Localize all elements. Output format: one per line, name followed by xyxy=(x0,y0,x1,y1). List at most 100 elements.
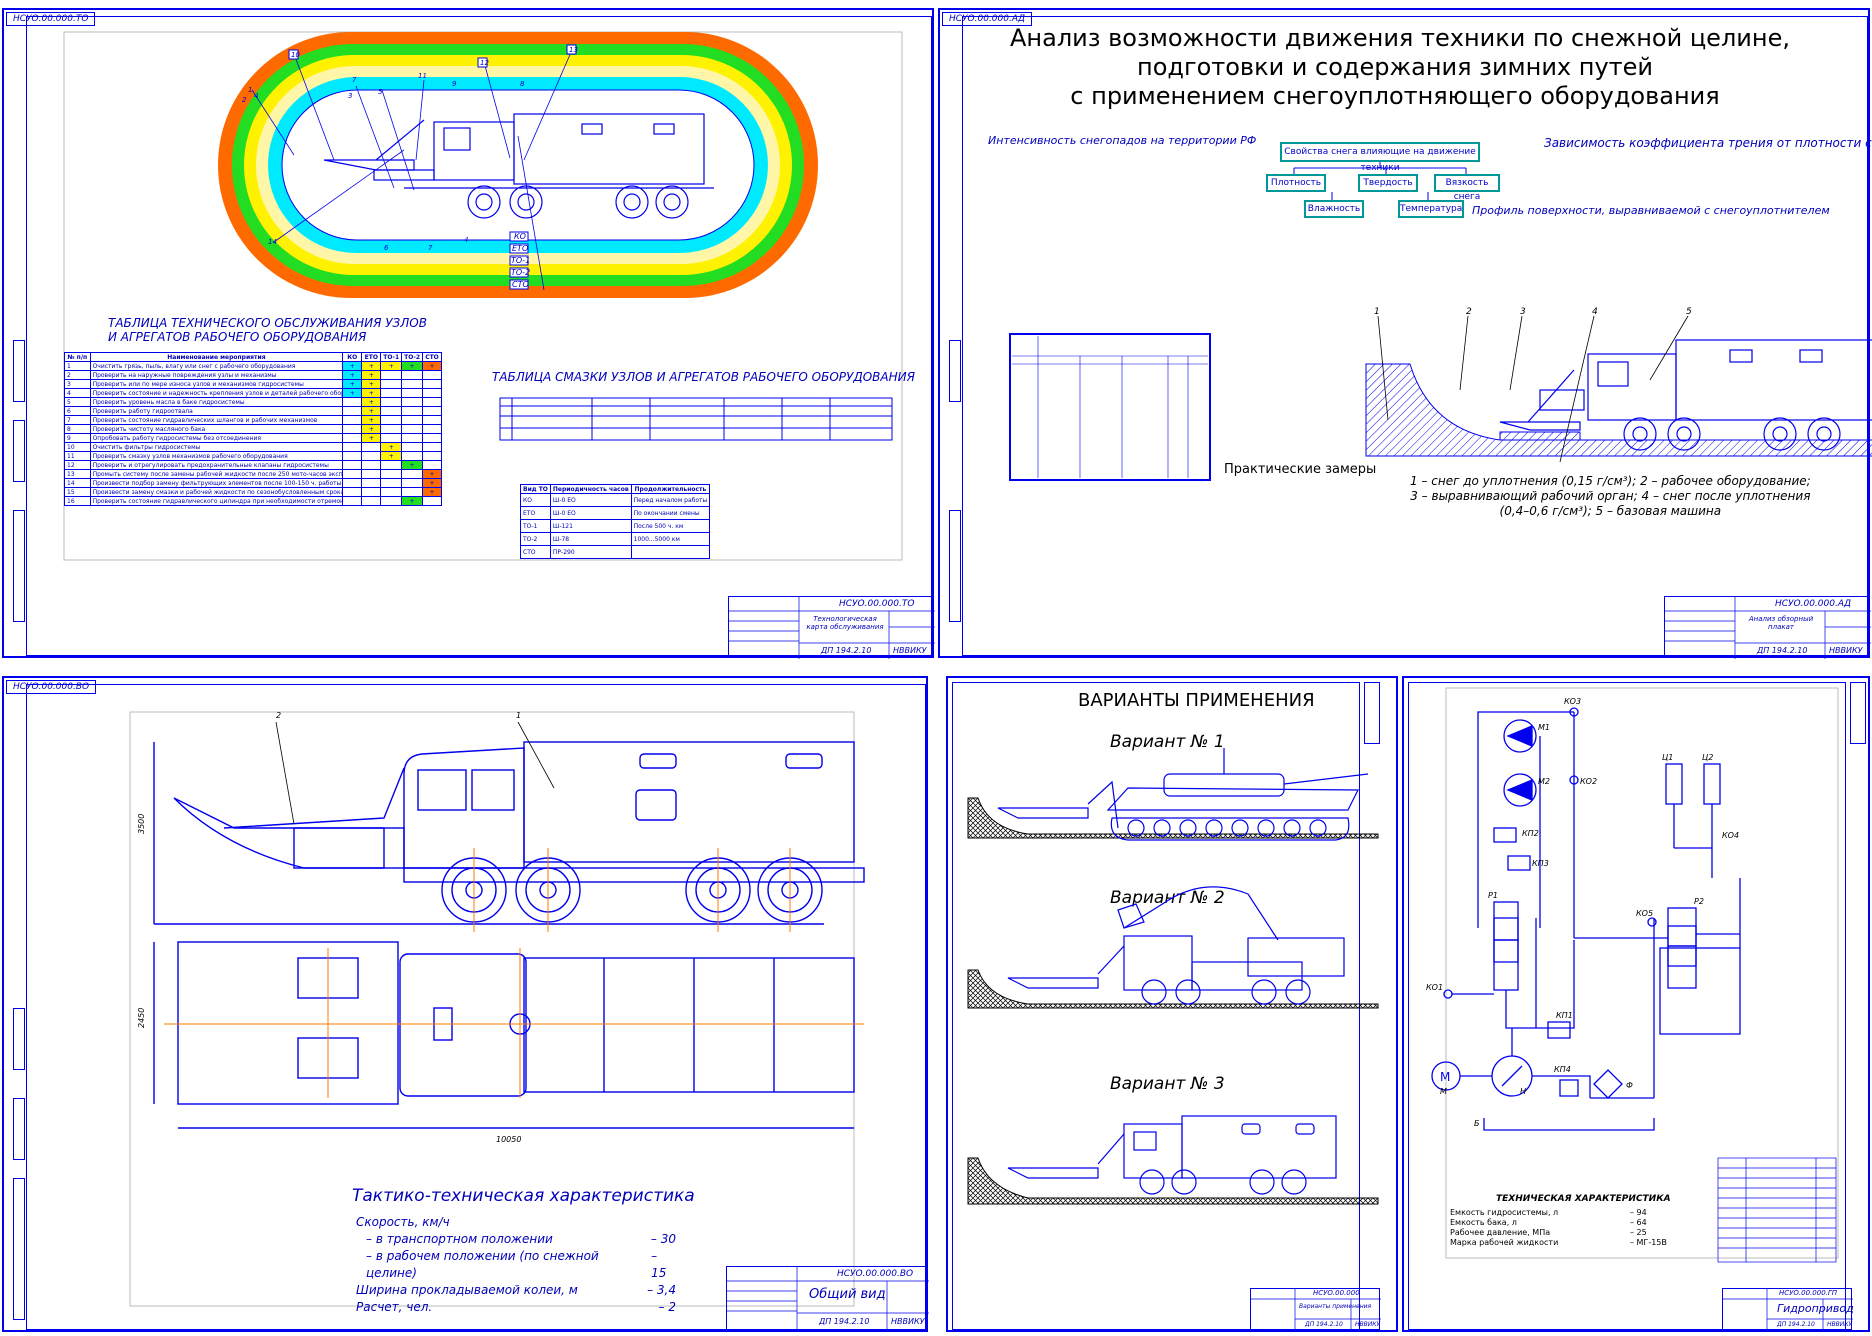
svg-text:7: 7 xyxy=(428,244,433,252)
side-strip xyxy=(13,1178,25,1320)
svg-text:12: 12 xyxy=(480,59,489,67)
svg-text:1: 1 xyxy=(248,86,252,94)
svg-text:10: 10 xyxy=(291,51,300,59)
dimension-height: 3500 xyxy=(137,814,146,834)
svg-text:3: 3 xyxy=(348,92,352,100)
component-label: КО4 xyxy=(1722,831,1739,840)
component-label: Ф xyxy=(1626,1081,1633,1090)
title-block: НСУО.00.000 Варианты применения ДП 194.2… xyxy=(1250,1288,1381,1331)
variant-label: Вариант № 1 xyxy=(1110,732,1225,752)
profile-drawing: 1 2 3 4 5 xyxy=(1365,307,1872,463)
callout: 2 xyxy=(1466,307,1472,317)
table-cell: ТО-1 xyxy=(520,519,551,533)
drawing-code: НСУО.00.000.ТО xyxy=(839,599,915,609)
property-box: Температура xyxy=(1398,200,1464,218)
ring-label: ЕТО xyxy=(512,244,528,253)
svg-text:8: 8 xyxy=(520,80,525,88)
component-label: Б xyxy=(1474,1119,1480,1128)
component-label: М2 xyxy=(1538,777,1550,786)
table-cell xyxy=(630,545,711,559)
tech-item: Емкость бака, л– 64 xyxy=(1450,1218,1647,1227)
table-cell: По окончании смены xyxy=(630,506,711,520)
document-number: ДП 194.2.10 xyxy=(1305,1321,1343,1328)
table-cell: СТО xyxy=(520,545,551,559)
ttx-title: Тактико-техническая характеристика xyxy=(352,1186,695,1206)
ring-label: ТО-1 xyxy=(511,256,530,265)
dimension-width: 2450 xyxy=(137,1008,146,1028)
sheet-stamp: НСУО.00.000.АД xyxy=(942,12,1033,26)
tech-list: Емкость гидросистемы, л– 94 Емкость бака… xyxy=(1450,1208,1680,1248)
side-strip xyxy=(13,340,25,402)
table-cell: 1000...5000 км xyxy=(630,532,711,546)
measurement-table xyxy=(1009,333,1211,481)
sheet-stamp: НСУО.00.000.ТО xyxy=(6,12,96,26)
callout: 2 xyxy=(276,711,281,720)
schedule-cell xyxy=(361,496,382,506)
ttx-item: Скорость, км/ч xyxy=(356,1215,450,1229)
callout: 3 xyxy=(1520,307,1526,317)
variant-label: Вариант № 2 xyxy=(1110,888,1225,908)
sheet-analysis: НСУО.00.000.АД Анализ возможности движен… xyxy=(938,8,1872,659)
general-view-drawing: 2 1 10050 3500 2450 xyxy=(129,711,865,1307)
table-cell: ТО-2 xyxy=(520,532,551,546)
ring-label: СТО xyxy=(512,280,529,289)
component-label: М1 xyxy=(1538,723,1550,732)
ttx-item: – в транспортном положении– 30 xyxy=(366,1232,676,1246)
component-label: КО3 xyxy=(1564,697,1581,706)
organization: НВВИКУ xyxy=(1355,1321,1381,1328)
title-block: НСУО.00.000.ВО Общий вид ДП 194.2.10 НВВ… xyxy=(726,1266,929,1331)
svg-text:M: M xyxy=(1440,1070,1450,1084)
component-label: КО5 xyxy=(1636,909,1653,918)
table-header-cell: Вид ТО xyxy=(520,484,551,494)
drawing-name: Общий вид xyxy=(809,1287,886,1302)
hydraulic-schematic: M КО3 М1 М2 КО2 КП2 КП3 Ц1 Ц2 КО4 Р1 Р2 … xyxy=(1426,687,1839,1263)
component-label: Р1 xyxy=(1488,891,1498,900)
sheet-maintenance: НСУО.00.000.ТО xyxy=(2,8,935,659)
tech-title: ТЕХНИЧЕСКАЯ ХАРАКТЕРИСТИКА xyxy=(1496,1194,1671,1204)
callout: 1 xyxy=(516,711,521,720)
side-strip xyxy=(13,420,25,482)
profile-legend: 1 – снег до уплотнения (0,15 г/см³); 2 –… xyxy=(1410,474,1811,518)
sheet-stamp: НСУО.00.000.ВО xyxy=(6,680,97,694)
organization: НВВИКУ xyxy=(893,646,927,655)
sheet-frame xyxy=(26,16,932,656)
schedule-cell xyxy=(422,496,442,506)
variant-label: Вариант № 3 xyxy=(1110,1074,1225,1094)
poster-title: Анализ возможности движения техники по с… xyxy=(1010,24,1790,110)
drawing-code: НСУО.00.000.АД xyxy=(1775,599,1852,609)
ring-legend: КО ЕТО ТО-1 ТО-2 СТО xyxy=(509,231,530,290)
title-block: НСУО.00.000.ГП Гидропривод ДП 194.2.10 Н… xyxy=(1722,1288,1854,1331)
component-label: КП1 xyxy=(1556,1011,1573,1020)
organization: НВВИКУ xyxy=(891,1317,925,1326)
component-label: Н xyxy=(1520,1087,1526,1096)
document-number: ДП 194.2.10 xyxy=(819,1317,870,1326)
sheet-hydraulics: M КО3 М1 М2 КО2 КП2 КП3 Ц1 Ц2 КО4 Р1 Р2 … xyxy=(1402,676,1870,1332)
snowfall-caption: Интенсивность снегопадов на территории Р… xyxy=(988,134,1257,147)
property-box: Влажность xyxy=(1304,200,1364,218)
drawing-name: Гидропривод xyxy=(1777,1302,1854,1315)
table-cell: КО xyxy=(520,493,551,507)
ring-label: ТО-2 xyxy=(511,268,530,277)
svg-text:9: 9 xyxy=(452,80,457,88)
drawing-name: Варианты применения xyxy=(1299,1303,1372,1310)
side-strip xyxy=(13,510,25,622)
property-box: Плотность xyxy=(1266,174,1326,192)
callout: 4 xyxy=(1592,307,1598,317)
ttx-item: Ширина прокладываемой колеи, м– 3,4 xyxy=(356,1283,676,1297)
sheet-stamp-vertical xyxy=(1364,682,1380,744)
ttx-item: – в рабочем положении (по снежной целине… xyxy=(366,1249,667,1280)
tech-item: Емкость гидросистемы, л– 94 xyxy=(1450,1208,1647,1217)
table-cell: ПР-290 xyxy=(549,545,632,559)
friction-caption: Зависимость коэффициента трения от плотн… xyxy=(1544,136,1872,150)
component-label: М xyxy=(1440,1087,1447,1096)
